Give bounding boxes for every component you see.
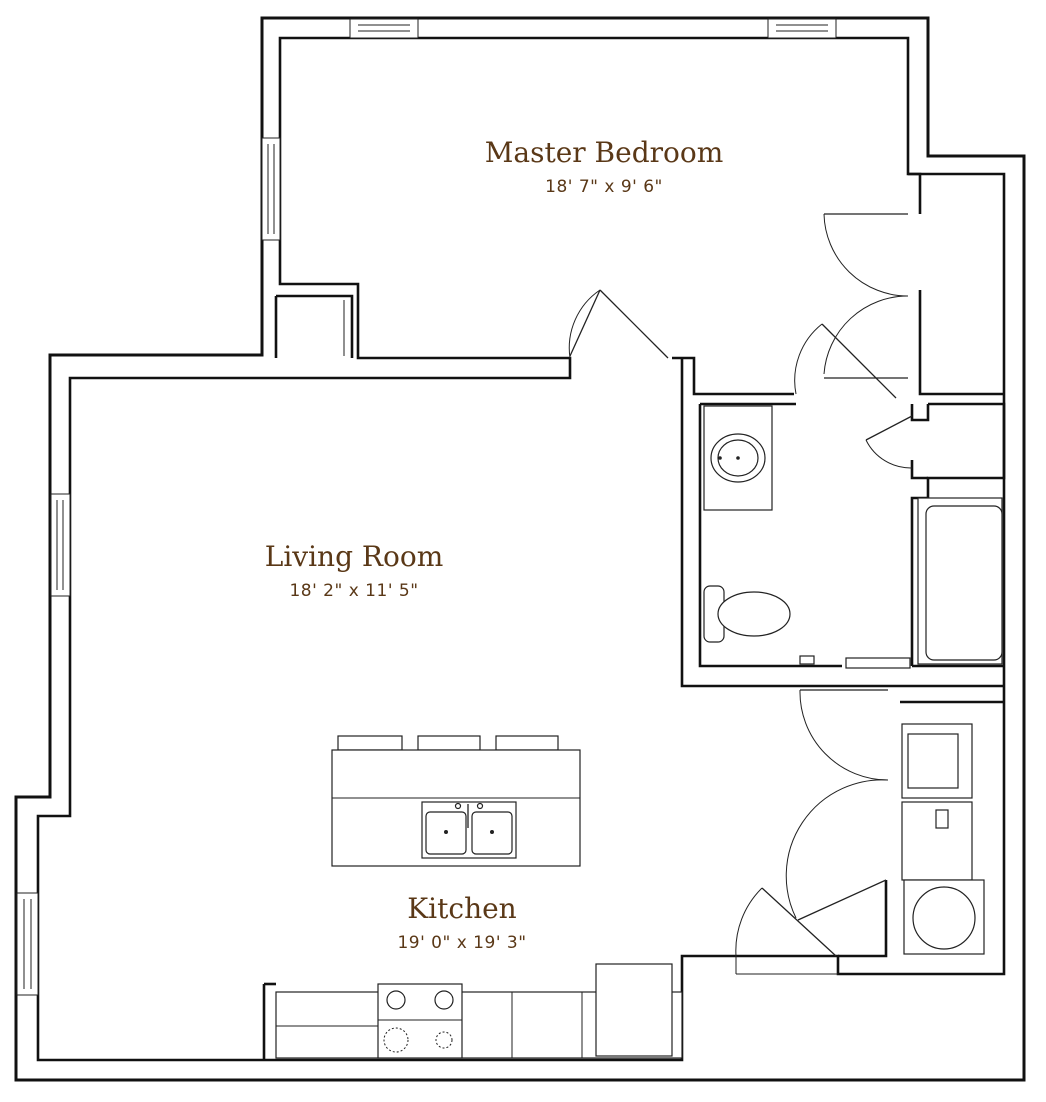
kitchen-dimensions: 19' 0" x 19' 3" [397, 933, 526, 953]
exterior-walls [14, 16, 1026, 1082]
stove-icon [377, 983, 463, 1059]
refrigerator-icon [595, 963, 673, 1057]
window-icon [16, 18, 837, 996]
master-bedroom-dimensions: 18' 7" x 9' 6" [545, 177, 663, 197]
toilet-icon [703, 585, 791, 643]
dryer-icon [901, 723, 973, 799]
kitchen-label: Kitchen [407, 892, 516, 925]
kitchen-island [331, 735, 581, 867]
living-room-label: Living Room [265, 540, 444, 573]
interior-walls [274, 172, 1006, 958]
sink-icon [703, 405, 773, 511]
washer-icon [901, 801, 985, 955]
living-room-dimensions: 18' 2" x 11' 5" [289, 581, 418, 601]
door-swing-icon [568, 213, 913, 975]
master-bedroom-label: Master Bedroom [485, 136, 724, 169]
bathtub-icon [799, 497, 1003, 669]
